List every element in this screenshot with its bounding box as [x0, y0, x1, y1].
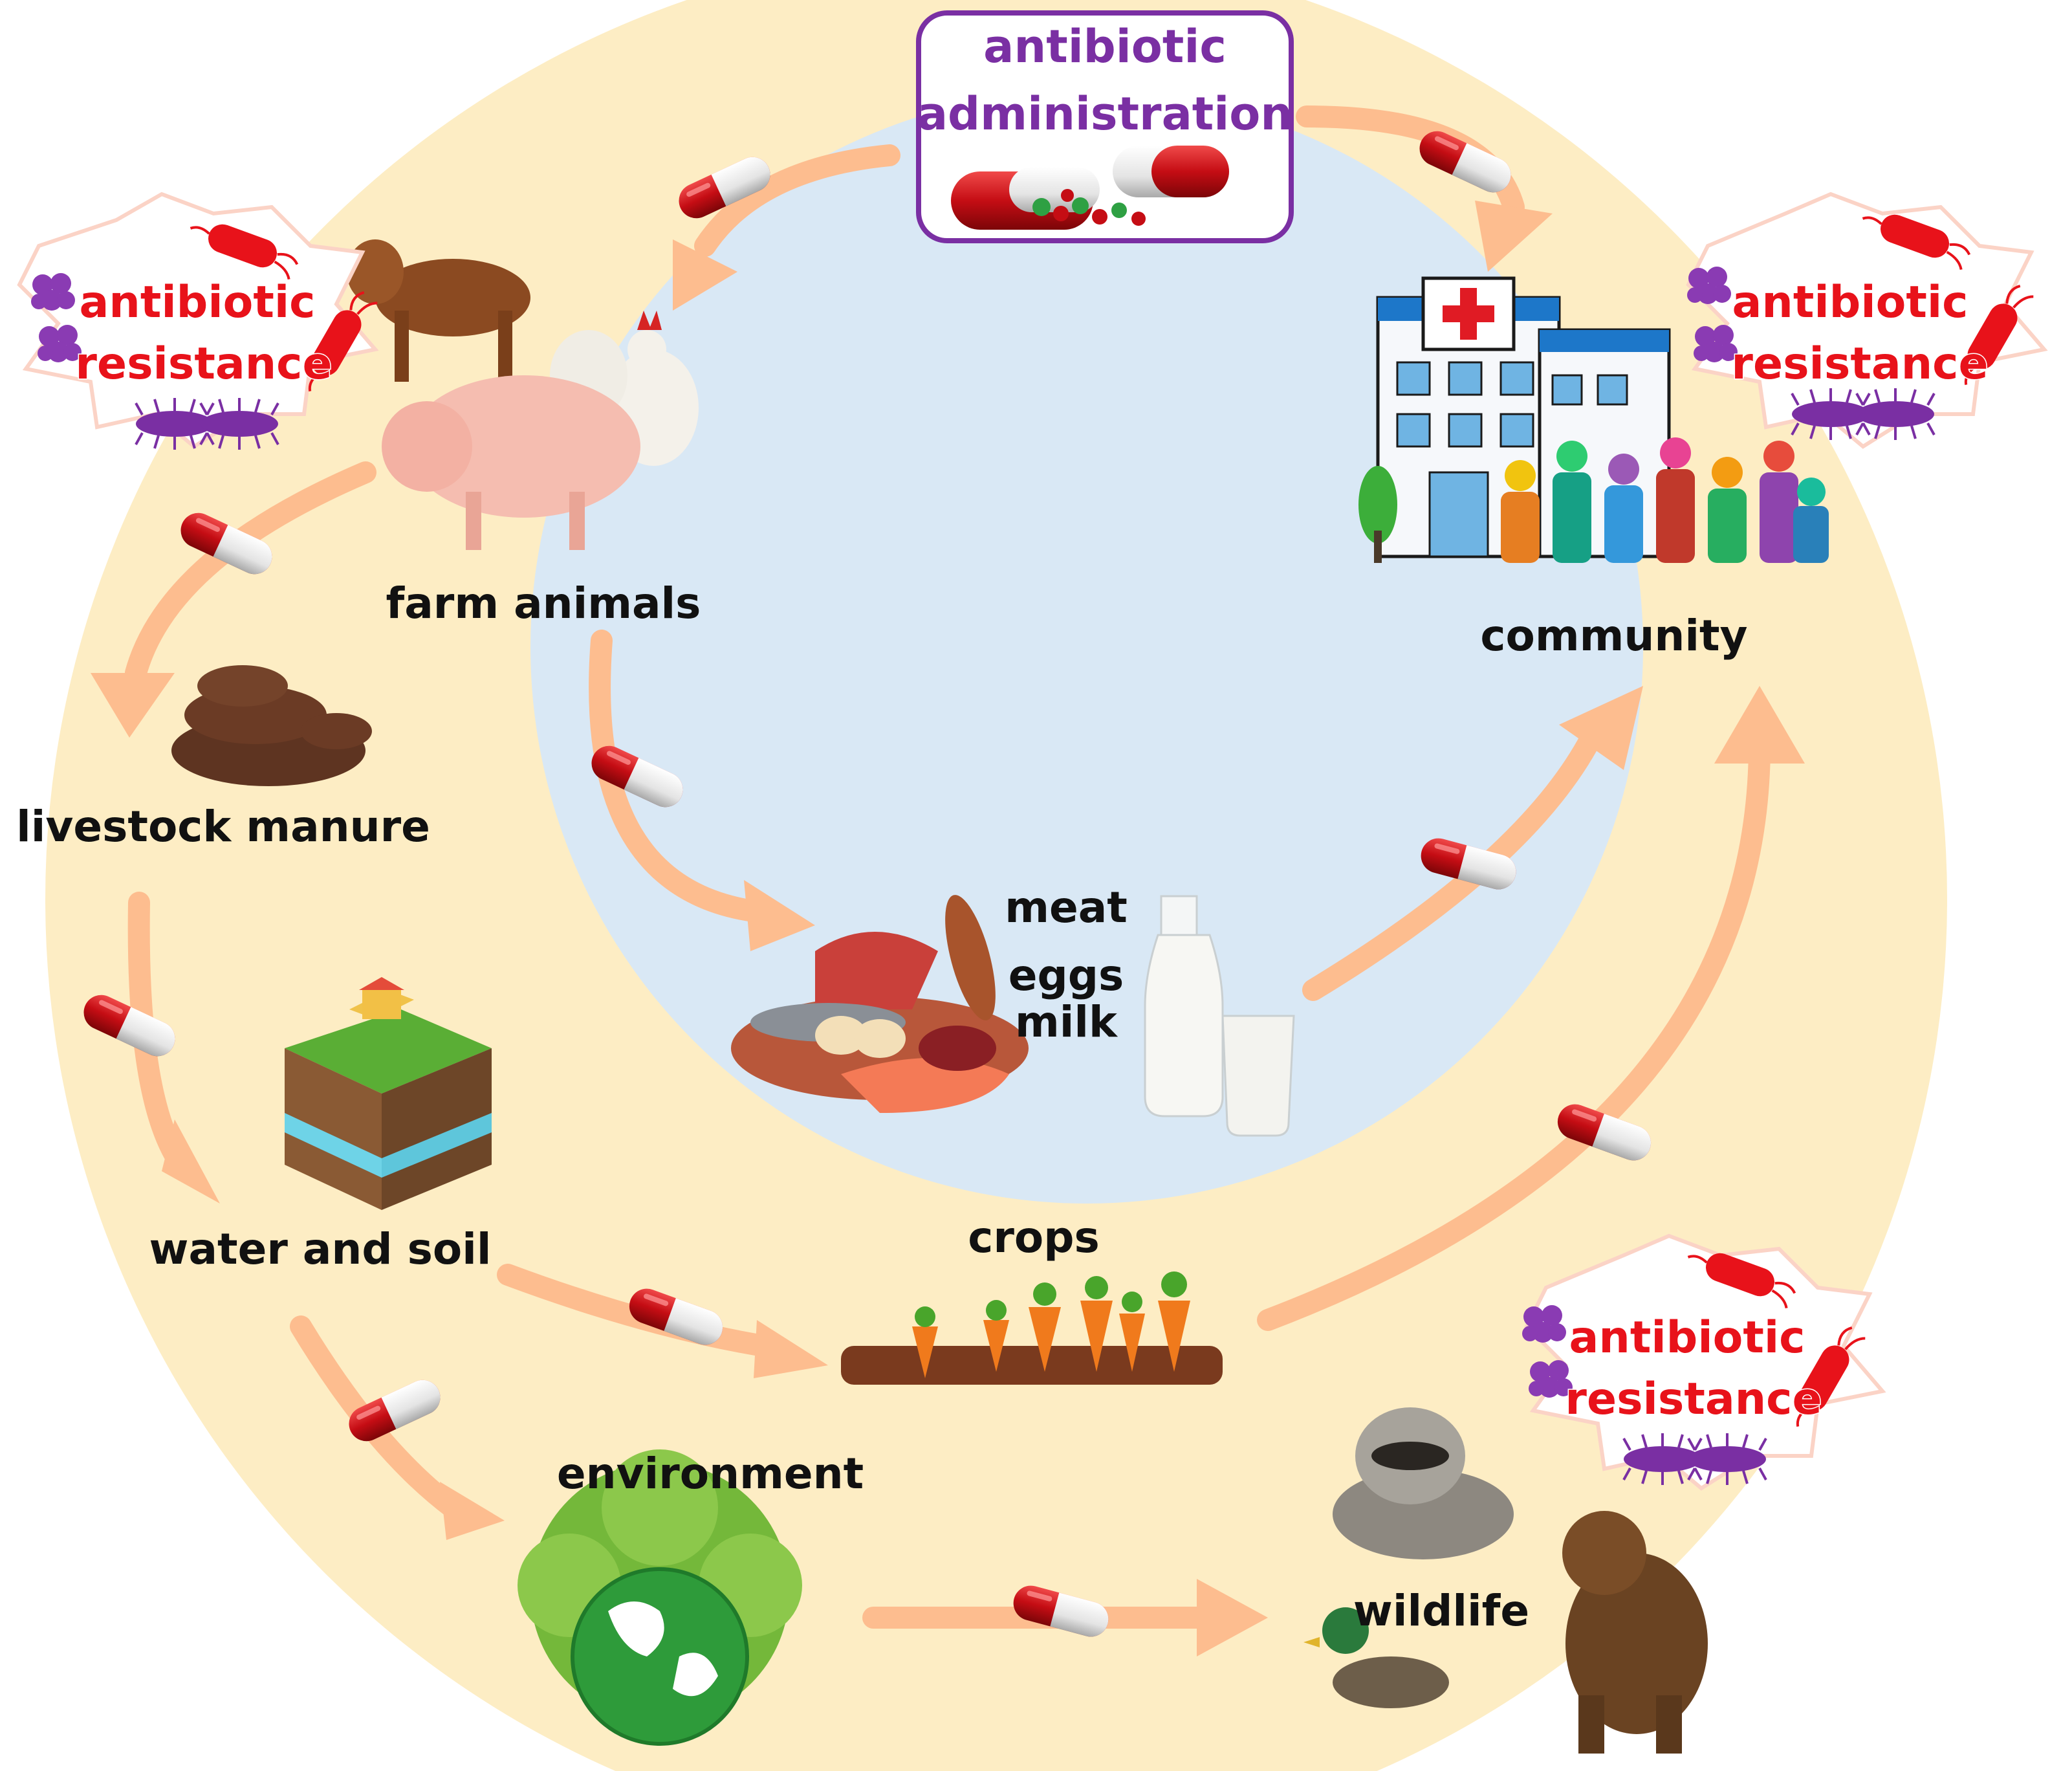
bacteria-cluster-icon	[1522, 1305, 1566, 1343]
arrow-farm-to-food	[589, 630, 774, 923]
resistance-line2-farm: resistance	[75, 338, 332, 390]
label-meat: meat	[1005, 883, 1128, 932]
community-icon	[1358, 276, 1829, 563]
label-farm-animals: farm animals	[386, 578, 701, 628]
bacteria-cluster-icon	[31, 273, 75, 311]
label-eggs: eggs	[1009, 951, 1124, 1000]
crops-icon	[841, 1271, 1223, 1385]
arrow-crops-to-community	[1257, 733, 1771, 1331]
label-wildlife: wildlife	[1353, 1586, 1529, 1636]
environment-icon	[518, 1449, 802, 1746]
label-community: community	[1480, 611, 1747, 661]
resistance-line2-wildlife: resistance	[1565, 1374, 1822, 1425]
administration-line1: antibiotic	[983, 20, 1227, 73]
farm-animals-icon	[347, 239, 699, 550]
label-milk: milk	[1015, 997, 1118, 1047]
water-soil-icon	[285, 977, 492, 1210]
label-crops: crops	[968, 1213, 1100, 1262]
label-environment: environment	[557, 1449, 864, 1499]
milk-icon	[1144, 895, 1295, 1137]
arrow-heads	[91, 201, 1805, 1656]
manure-icon	[171, 665, 372, 786]
resistance-badge-community: antibiotic resistance	[1686, 192, 2048, 449]
resistance-line2-community: resistance	[1731, 338, 1988, 390]
pills-icon	[951, 146, 1229, 230]
resistance-line1-wildlife: antibiotic	[1569, 1312, 1805, 1363]
resistance-badge-farm: antibiotic resistance	[17, 192, 380, 451]
arrow-admin-to-farm	[694, 144, 900, 257]
administration-box: antibiotic administration	[916, 10, 1294, 243]
food-icon	[731, 895, 1029, 1113]
administration-line2: administration	[917, 87, 1292, 140]
resistance-badge-wildlife: antibiotic resistance	[1522, 1233, 1886, 1491]
resistance-line1-community: antibiotic	[1732, 277, 1968, 328]
arrow-farm-to-manure	[125, 461, 376, 684]
people-crowd	[1501, 437, 1829, 563]
wildlife-icon	[1303, 1407, 1708, 1754]
resistance-line1-farm: antibiotic	[80, 277, 316, 328]
label-livestock-manure: livestock manure	[16, 802, 430, 852]
bacteria-cluster-icon	[1687, 267, 1731, 304]
label-water-soil: water and soil	[149, 1224, 492, 1274]
